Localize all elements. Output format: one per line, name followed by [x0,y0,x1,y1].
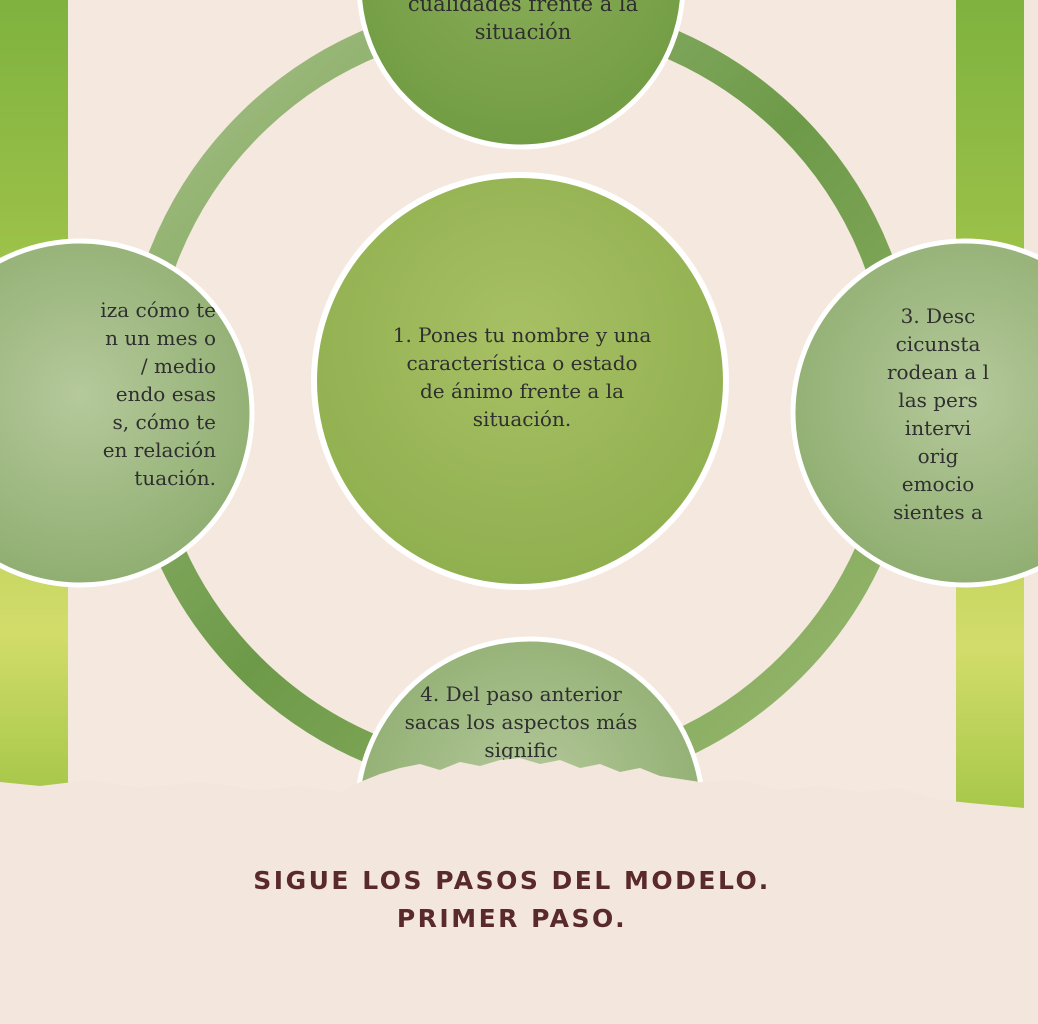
node-left [0,238,255,588]
node-left-text: iza cómo te n un mes o / medio endo esas… [28,296,216,492]
node-left-line: en relación [102,438,216,462]
node-left-line: endo esas [115,382,216,406]
node-right [790,238,1038,588]
caption-line-1: SIGUE LOS PASOS DEL MODELO. [253,866,771,895]
node-left-line: n un mes o [105,326,216,350]
node-right-line: sientes a [893,500,983,524]
caption-line-2: PRIMER PASO. [396,904,628,933]
node-center-line: 1. Pones tu nombre y una [392,323,652,347]
node-bottom-text: 4. Del paso anterior sacas los aspectos … [386,680,656,764]
node-left-line: tuación. [134,466,216,490]
diagram-panel: cualidades frente a la situación 1. Pone… [0,0,1038,988]
node-left-line: / medio [140,354,216,378]
node-left-line: s, cómo te [112,410,216,434]
node-right-line: orig [917,444,959,468]
node-bottom-line: 4. Del paso anterior [420,682,622,706]
node-right-line: cicunsta [895,332,981,356]
node-right-text: 3. Desc cicunsta rodean a l las pers int… [838,302,1038,526]
node-right-line: las pers [898,388,978,412]
node-right-line: rodean a l [886,360,990,384]
node-right-line: intervi [904,416,972,440]
node-center-line: característica o estado [406,351,638,375]
node-top-line: situación [474,20,572,44]
node-center [311,172,729,590]
node-bottom-line: signific [484,738,558,762]
node-center-text: 1. Pones tu nombre y una característica … [358,321,686,433]
node-top-text: cualidades frente a la situación [398,0,648,46]
caption: SIGUE LOS PASOS DEL MODELO. PRIMER PASO. [0,862,1024,938]
node-right-line: emocio [901,472,975,496]
node-top-line: cualidades frente a la [407,0,639,16]
node-left-line: iza cómo te [100,298,216,322]
node-bottom-line: sacas los aspectos más [404,710,638,734]
torn-paper-edge [0,758,1024,1024]
node-center-line: de ánimo frente a la [419,379,625,403]
node-right-line: 3. Desc [900,304,976,328]
node-top [357,0,685,150]
node-center-line: situación. [472,407,572,431]
